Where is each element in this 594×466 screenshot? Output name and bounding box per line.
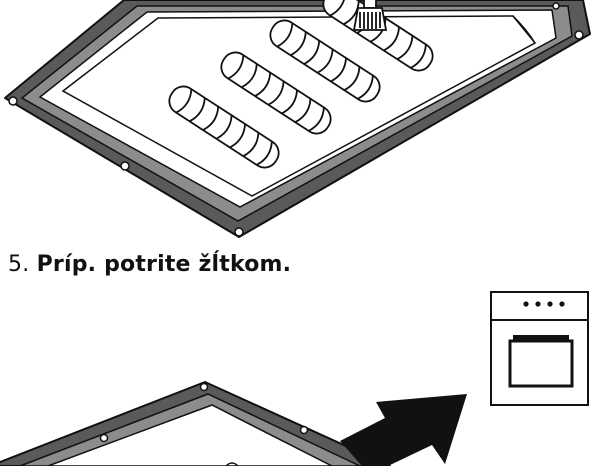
pastry-roll [168,85,280,169]
pastry-roll [220,51,332,135]
baking-tray-with-rolls-icon [4,0,591,238]
step-number: 5. [8,252,30,277]
step-text: Príp. potrite žĺtkom. [36,252,292,277]
oven-icon [490,291,589,406]
pastry-brush-icon [352,0,388,31]
pastry-roll [269,19,381,103]
arrow-into-oven-icon [340,394,467,466]
baking-tray-icon [0,381,391,466]
step-instruction: 5. Príp. potrite žĺtkom. [8,252,291,277]
